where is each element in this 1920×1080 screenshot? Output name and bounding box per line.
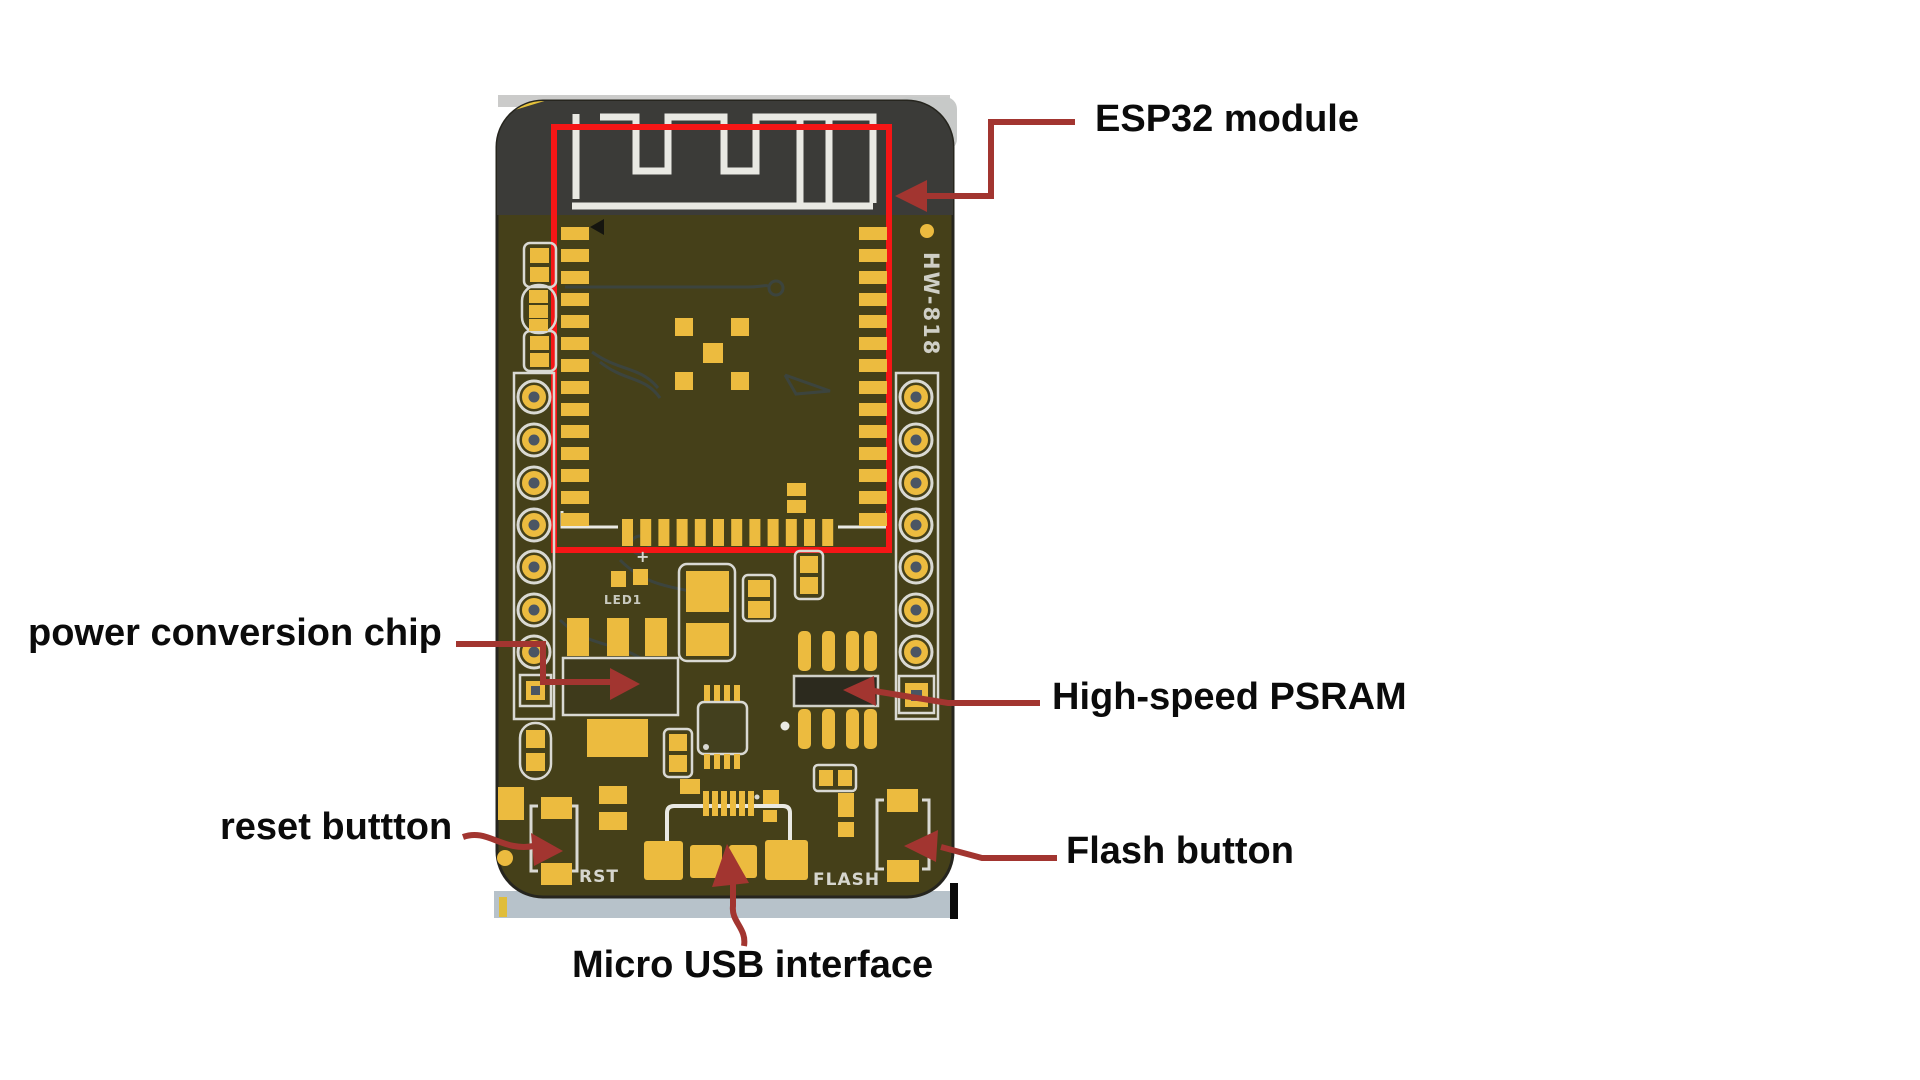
fiducial-dot-center bbox=[780, 721, 790, 731]
label-flash-button: Flash button bbox=[1066, 830, 1294, 872]
qfn-ic-footprint bbox=[696, 700, 749, 756]
usb-signal-pads bbox=[703, 791, 754, 816]
silkscreen-led1: LED1 bbox=[604, 593, 643, 607]
label-power-conversion-chip: power conversion chip bbox=[28, 612, 442, 654]
module-bottom-pads bbox=[622, 519, 834, 546]
photo-artifact-black-tick bbox=[950, 883, 958, 919]
header-through-holes bbox=[516, 379, 934, 670]
large-pad bbox=[587, 719, 648, 757]
label-esp32-module: ESP32 module bbox=[1095, 98, 1359, 140]
left-header-outline bbox=[512, 371, 556, 721]
inductor-footprint bbox=[677, 562, 737, 663]
small-pad-groups bbox=[498, 483, 858, 837]
reset-button-footprint bbox=[529, 797, 579, 885]
fiducial-dot-bottom-left bbox=[497, 850, 513, 866]
silkscreen-flash: FLASH bbox=[813, 870, 881, 890]
qfn-ic-legs bbox=[704, 685, 740, 769]
photo-artifact-yellow-sliver bbox=[499, 897, 507, 917]
led-pads bbox=[611, 569, 648, 587]
silkscreen-rst: RST bbox=[579, 867, 619, 887]
micro-usb-footprint bbox=[644, 804, 808, 880]
annotation-arrowheads bbox=[531, 180, 938, 887]
pin1-triangle-mark bbox=[590, 219, 604, 235]
resistor-pads bbox=[567, 618, 667, 656]
module-center-pads bbox=[675, 318, 749, 390]
label-micro-usb-interface: Micro USB interface bbox=[572, 944, 934, 986]
module-right-pads bbox=[859, 227, 887, 526]
esp32-module-outline bbox=[551, 124, 892, 553]
fiducial-dot-top-right bbox=[920, 224, 934, 238]
module-left-pads bbox=[561, 227, 589, 526]
right-header-outline bbox=[894, 371, 940, 721]
label-reset-button: reset buttton bbox=[220, 806, 453, 848]
silkscreen-plus-mark: + bbox=[636, 547, 650, 566]
label-high-speed-psram: High-speed PSRAM bbox=[1052, 676, 1407, 718]
silkscreen-model-number: HW-818 bbox=[919, 252, 943, 357]
psram-pads bbox=[798, 631, 877, 749]
left-aux-pads bbox=[529, 248, 549, 367]
left-aux-pad-outlines bbox=[520, 241, 558, 373]
left-header-square-pad bbox=[518, 673, 553, 708]
left-2pad-group bbox=[518, 721, 553, 781]
annotation-leader-lines bbox=[456, 119, 1075, 947]
